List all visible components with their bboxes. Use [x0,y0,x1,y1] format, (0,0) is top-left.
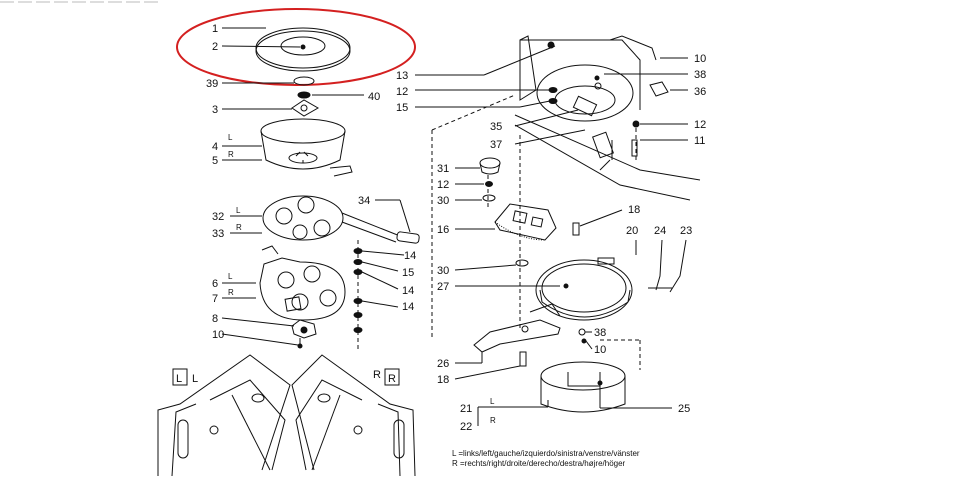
part-1-disc [255,27,351,72]
part-3-cam [291,99,320,117]
part-24-cable [655,239,663,291]
assembly-guide-lines [431,94,641,370]
fasteners-14-15 [353,240,405,350]
part-20-ring [535,257,633,321]
part-40-ring [297,91,311,99]
tag-L-21: L [490,397,495,406]
part-12-nut-mid [485,181,493,187]
part-10-bracket [514,35,701,201]
label-2: 2 [212,41,218,53]
label-16: 16 [437,224,449,236]
tag-R-5: R [228,150,234,159]
part-31-knob [479,157,501,175]
label-20: 20 [626,225,638,237]
side-view-R-box: R [388,373,396,385]
part-6-7-plate [259,245,346,321]
label-39: 39 [206,78,218,90]
legend-right: R =rechts/right/droite/derecho/destra/hø… [452,459,626,468]
label-12-right: 12 [694,119,706,131]
label-22: 22 [460,421,472,433]
label-14-c: 14 [402,301,414,313]
label-25: 25 [678,403,690,415]
part-21-22-25-cylinder [540,361,626,413]
part-13-bowl-upper [536,64,634,122]
label-7: 7 [212,293,218,305]
part-26-arm [473,303,561,353]
label-36: 36 [694,86,706,98]
part-12-nut-upper [548,87,558,93]
label-1: 1 [212,23,218,35]
label-24: 24 [654,225,666,237]
label-38-upper: 38 [694,69,706,81]
label-27: 27 [437,281,449,293]
label-38-lower: 38 [594,327,606,339]
tag-L-4: L [228,133,233,142]
label-35: 35 [490,121,502,133]
label-14-b: 14 [402,285,414,297]
label-34: 34 [358,195,370,207]
side-view-R-text: R [373,369,381,381]
tag-R-7: R [228,288,234,297]
side-view-left [157,354,291,477]
label-3: 3 [212,104,218,116]
label-12-mid: 12 [437,179,449,191]
part-23-wire [669,239,687,293]
tag-L-6: L [228,272,233,281]
label-10-lower: 10 [594,344,606,356]
label-14-a: 14 [404,250,416,262]
label-33: 33 [212,228,224,240]
label-15-upper: 15 [396,102,408,114]
side-view-right [291,354,416,477]
side-view-L-text: L [192,373,198,385]
part-8-knob [291,319,317,339]
label-40: 40 [368,91,380,103]
label-13: 13 [396,70,408,82]
label-10-left: 10 [212,329,224,341]
part-36-clip [649,81,669,97]
highlight-ellipse [176,8,416,86]
part-12-nut-right [632,120,640,128]
label-6: 6 [212,278,218,290]
legend-left: L =links/left/gauche/izquierdo/sinistra/… [452,449,640,458]
part-39-washer [293,76,315,86]
tag-R-33: R [236,223,242,232]
part-15-washer-upper [548,98,558,104]
tag-R-22: R [490,416,496,425]
label-4: 4 [212,141,218,153]
label-11: 11 [694,135,705,147]
label-18-upper: 18 [628,204,640,216]
label-21: 21 [460,403,472,415]
part-30-washer-lower [515,259,529,267]
part-10-screw-lower [581,338,587,344]
label-26: 26 [437,358,449,370]
label-31: 31 [437,163,449,175]
part-16-selector [494,203,557,241]
label-18-lower: 18 [437,374,449,386]
label-30-lower: 30 [437,265,449,277]
part-18-screw-lower [519,351,527,367]
part-30-washer-mid [482,194,496,202]
label-5: 5 [212,155,218,167]
label-37: 37 [490,139,502,151]
part-32-33-pan [262,195,420,244]
label-10-upper: 10 [694,53,706,65]
label-12-upper: 12 [396,86,408,98]
part-38-nut-lower [578,328,586,336]
label-15-a: 15 [402,267,414,279]
label-8: 8 [212,313,218,325]
label-30-upper: 30 [437,195,449,207]
label-32: 32 [212,211,224,223]
part-11-bolt [631,139,638,157]
label-23: 23 [680,225,692,237]
part-18-screw-upper [572,222,580,236]
tag-L-32: L [236,206,241,215]
part-4-5-bowl [260,118,353,177]
side-view-L-box: L [176,373,182,385]
